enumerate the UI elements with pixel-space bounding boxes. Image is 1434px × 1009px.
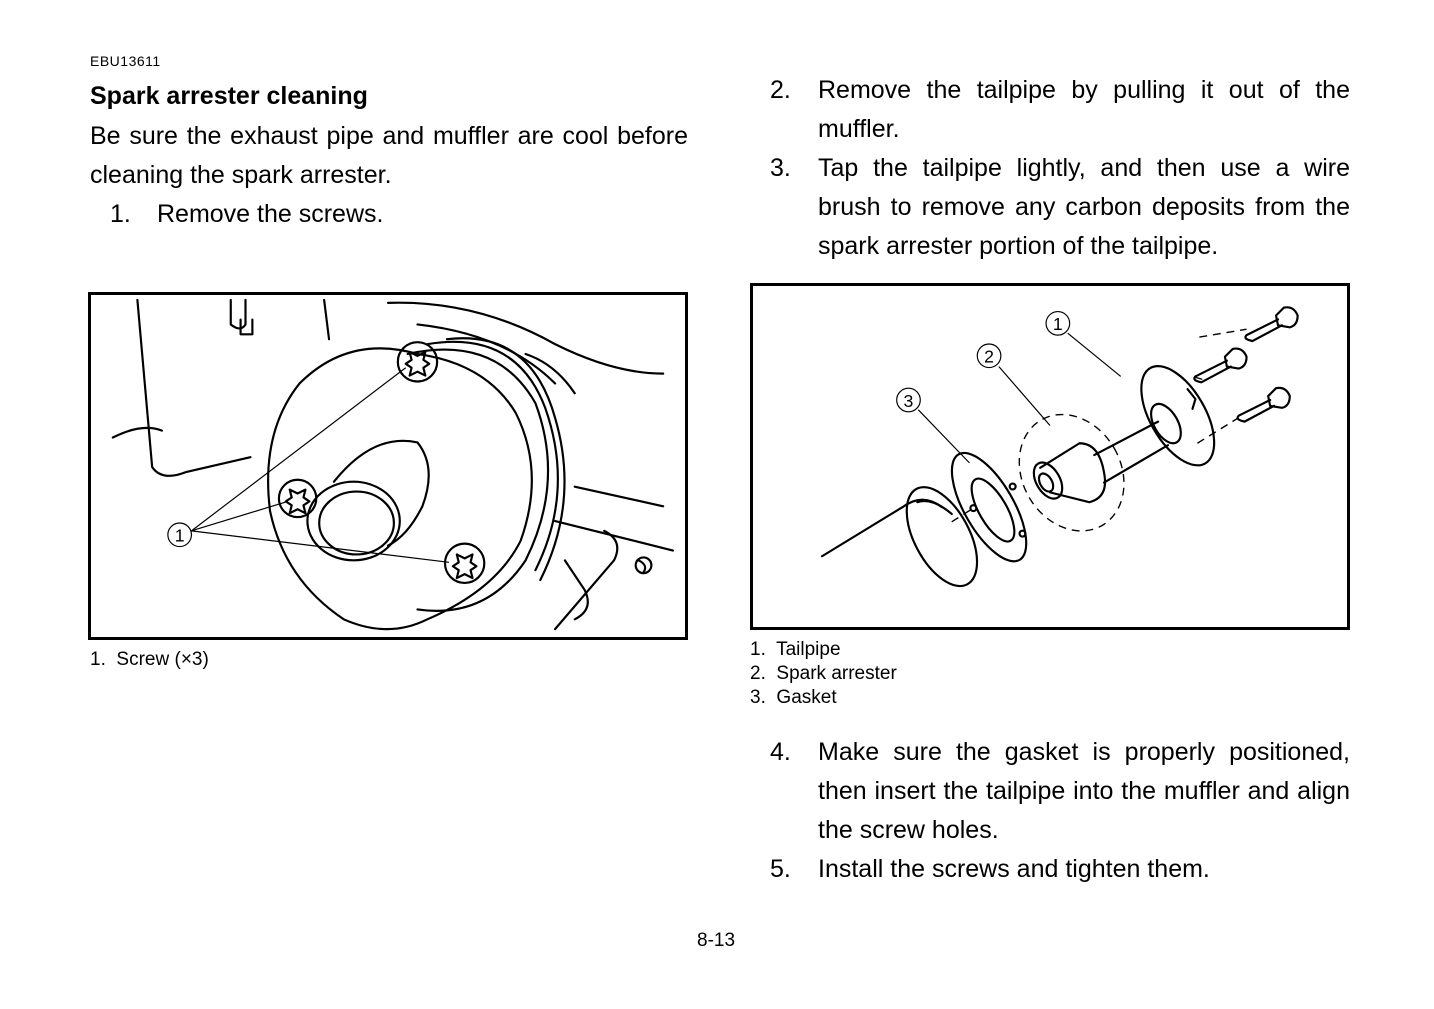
- step-number: 4.: [770, 738, 791, 766]
- step-5: 5. Install the screws and tighten them.: [770, 850, 1350, 890]
- figure-muffler-screws: 1: [88, 292, 688, 640]
- step-text: Make sure the gasket is properly positio…: [818, 738, 1350, 844]
- step-number: 3.: [770, 154, 791, 182]
- step-4: 4. Make sure the gasket is properly posi…: [770, 733, 1350, 853]
- step-number: 2.: [770, 76, 791, 104]
- legend-label: Gasket: [776, 687, 837, 708]
- step-text: Remove the screws.: [157, 200, 384, 228]
- step-text: Remove the tailpipe by pulling it out of…: [818, 76, 1350, 143]
- callout-1: 1: [1053, 314, 1063, 334]
- step-2: 2. Remove the tailpipe by pulling it out…: [770, 71, 1350, 151]
- page-number: 8-13: [697, 930, 736, 951]
- figure-tailpipe-exploded: 1 2 3: [750, 283, 1350, 630]
- section-title: Spark arrester cleaning: [90, 82, 368, 110]
- muffler-illustration: 1: [111, 298, 675, 631]
- document-code: EBU13611: [90, 53, 161, 69]
- intro-paragraph: Be sure the exhaust pipe and muffler are…: [90, 122, 688, 189]
- tailpipe-illustration: 1 2 3: [820, 306, 1299, 588]
- step-number: 1.: [110, 200, 131, 228]
- step-text: Tap the tailpipe lightly, and then use a…: [818, 154, 1350, 260]
- legend-item: 2. Spark arrester: [750, 662, 897, 686]
- figure1-legend: 1. Screw (×3): [90, 648, 209, 672]
- legend-item: 3. Gasket: [750, 686, 897, 710]
- legend-item: 1. Tailpipe: [750, 638, 897, 662]
- step-number: 5.: [770, 855, 791, 883]
- legend-number: 2.: [750, 663, 766, 684]
- callout-1: 1: [175, 526, 185, 546]
- legend-label: Tailpipe: [776, 639, 841, 660]
- step-text: Install the screws and tighten them.: [818, 855, 1210, 883]
- legend-label: Spark arrester: [776, 663, 897, 684]
- step-1: 1. Remove the screws.: [110, 195, 688, 235]
- legend-item: 1. Screw (×3): [90, 648, 209, 672]
- legend-number: 3.: [750, 687, 766, 708]
- step-3: 3. Tap the tailpipe lightly, and then us…: [770, 149, 1350, 269]
- callout-3: 3: [904, 391, 914, 411]
- legend-number: 1.: [90, 649, 106, 670]
- legend-label: Screw (×3): [116, 649, 209, 670]
- callout-2: 2: [984, 347, 994, 367]
- figure2-legend: 1. Tailpipe 2. Spark arrester 3. Gasket: [750, 638, 897, 710]
- legend-number: 1.: [750, 639, 766, 660]
